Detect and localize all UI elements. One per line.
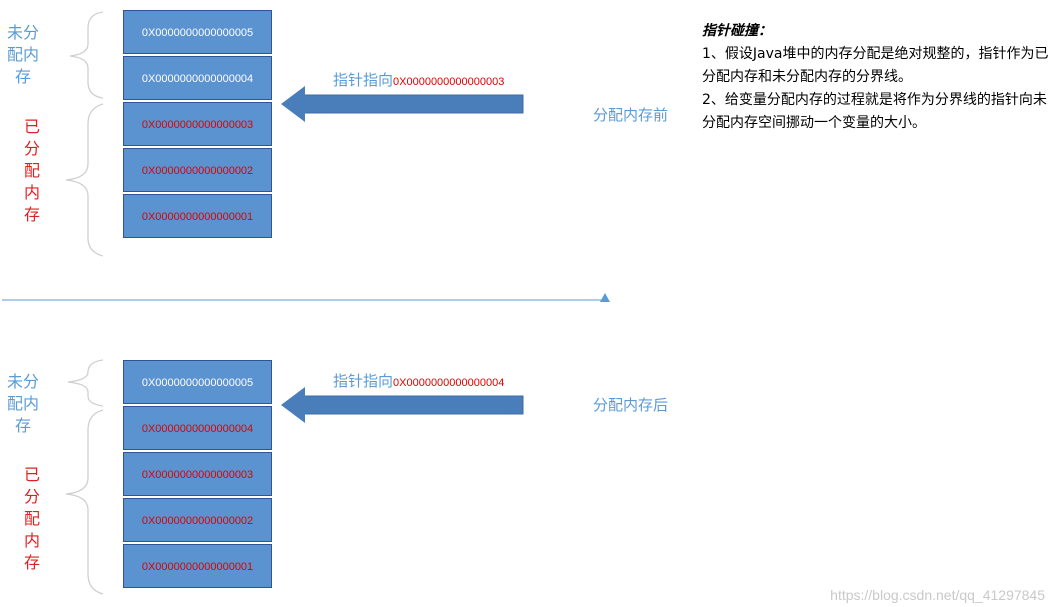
brace-free-after (67, 359, 104, 407)
memory-cell: 0X0000000000000001 (123, 194, 272, 238)
used-memory-label-before: 已 分 配 内 存 (23, 117, 40, 224)
phase-label-before: 分配内存前 (593, 106, 669, 124)
brace-used-before (65, 103, 104, 257)
memory-cell: 0X0000000000000005 (123, 360, 272, 404)
watermark: https://blog.csdn.net/qq_41297845 (830, 587, 1045, 603)
explanation-note: 指针碰撞： 1、假设Java堆中的内存分配是绝对规整的，指针作为已分配内存和未分… (702, 20, 1050, 135)
memory-cell: 0X0000000000000002 (123, 148, 272, 192)
memory-cell: 0X0000000000000003 (123, 452, 272, 496)
memory-cell: 0X0000000000000001 (123, 544, 272, 588)
note-title: 指针碰撞： (702, 23, 772, 39)
pointer-address: 0X0000000000000004 (393, 377, 505, 389)
pointer-address: 0X0000000000000003 (393, 76, 505, 88)
pointer-arrow-before (281, 86, 524, 122)
memory-cell: 0X0000000000000003 (123, 102, 272, 146)
brace-free-before (69, 11, 104, 99)
memory-cell: 0X0000000000000004 (123, 56, 272, 100)
brace-used-after (65, 409, 104, 595)
note-line-2: 2、给变量分配内存的过程就是将作为分界线的指针向未分配内存空间挪动一个变量的大小… (702, 92, 1047, 131)
pointer-arrow-after (281, 387, 524, 423)
divider-arrowhead (600, 293, 610, 302)
memory-cell: 0X0000000000000005 (123, 10, 272, 54)
free-memory-label-before: 未分 配内 存 (6, 23, 39, 86)
pointer-prefix: 指针指向 (333, 71, 394, 89)
used-memory-label-after: 已 分 配 内 存 (23, 465, 40, 572)
pointer-label-before: 指针指向0X0000000000000003 (333, 69, 504, 90)
pointer-prefix: 指针指向 (333, 372, 394, 390)
phase-label-after: 分配内存后 (593, 396, 669, 414)
pointer-label-after: 指针指向0X0000000000000004 (333, 370, 504, 391)
memory-cell: 0X0000000000000002 (123, 498, 272, 542)
note-line-1: 1、假设Java堆中的内存分配是绝对规整的，指针作为已分配内存和未分配内存的分界… (702, 46, 1049, 85)
memory-cell: 0X0000000000000004 (123, 406, 272, 450)
free-memory-label-after: 未分 配内 存 (6, 372, 39, 435)
